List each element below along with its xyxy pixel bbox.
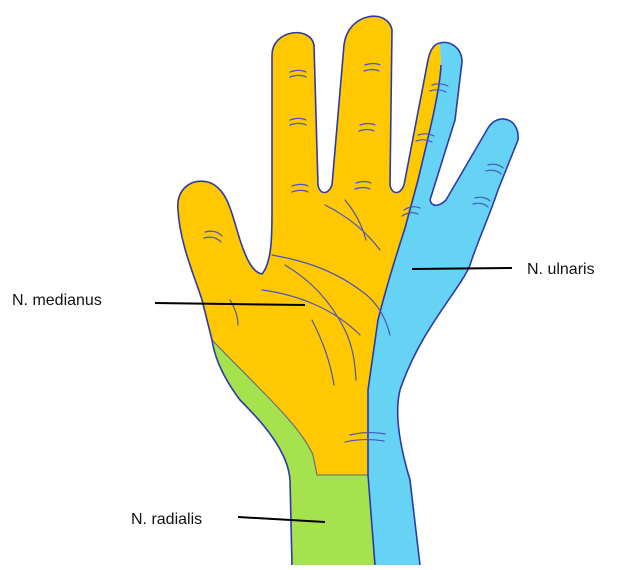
- leader-ulnaris: [412, 268, 512, 269]
- label-ulnaris: N. ulnaris: [527, 262, 595, 278]
- label-radialis: N. radialis: [131, 512, 202, 528]
- label-medianus: N. medianus: [12, 293, 102, 309]
